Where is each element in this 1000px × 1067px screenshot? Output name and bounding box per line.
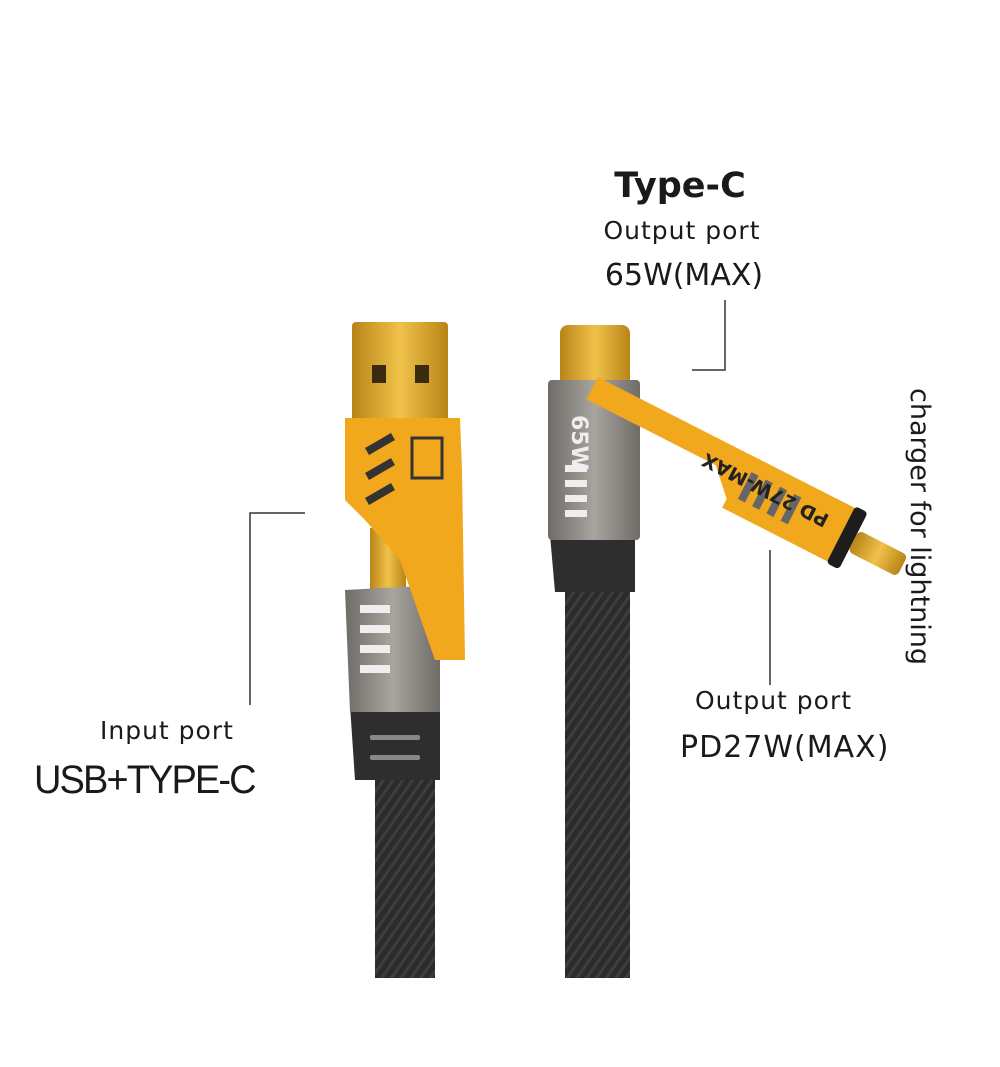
usb-c-output-plug — [560, 325, 630, 387]
typec-power-label: 65W(MAX) — [604, 258, 764, 293]
typec-title: Type-C — [614, 166, 746, 206]
right-cable — [565, 585, 630, 978]
typec-connector: 65W — [548, 325, 640, 978]
left-grey-housing — [345, 585, 440, 712]
lightning-power-label: PD27W(MAX) — [680, 730, 890, 765]
housing-65w-mark: 65W — [566, 415, 591, 470]
input-leader-line — [249, 512, 305, 705]
adapter-ring — [827, 507, 867, 569]
lightning-output-label: Output port — [695, 686, 853, 715]
input-connector — [345, 322, 465, 978]
usb-a-plug — [352, 322, 448, 427]
left-cable — [375, 770, 435, 978]
typec-output-label: Output port — [603, 216, 761, 245]
input-port-label: Input port — [100, 716, 234, 745]
right-strain-relief — [550, 535, 635, 592]
lightning-tip — [849, 531, 907, 575]
typec-leader-line — [692, 300, 726, 371]
left-strain-relief — [350, 705, 440, 780]
lightning-side-label: charger for lightning — [904, 388, 935, 665]
leader-lines — [249, 300, 771, 705]
input-port-title: USB+TYPE-C — [34, 758, 257, 802]
